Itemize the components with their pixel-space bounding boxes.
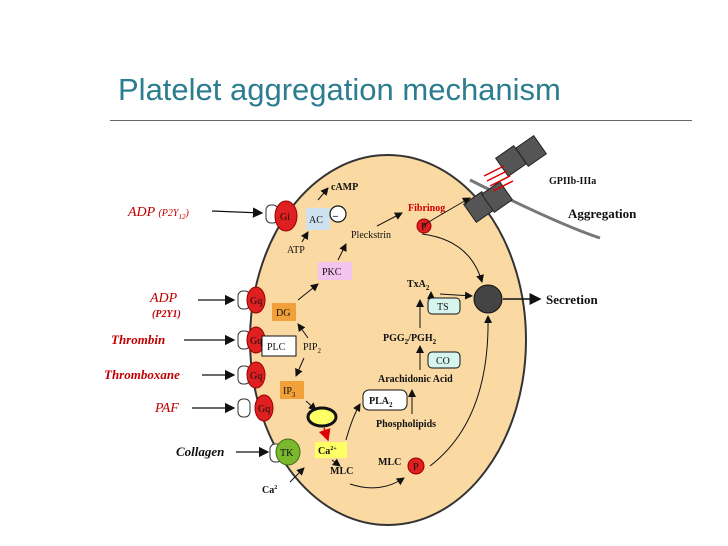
agonist-adp-p2y12: ADP (P2Y12) [127,205,189,221]
ca-mlc-arrow [331,458,341,467]
pip2-label: PIP2 [303,342,321,355]
inhibition-minus-icon [329,205,347,223]
ca-pla2-arrow [345,403,361,441]
agonist-collagen: Collagen [176,444,224,459]
fibrinogen-aggregation-arrow [421,197,471,227]
ca-box [315,442,347,458]
p-badge-text-top: P [421,222,427,233]
page-title: Platelet aggregation mechanism [118,72,561,107]
phospholipids-label: Phospholipids [376,419,436,430]
minus-symbol: – [332,211,339,222]
mlc-left-label: MLC [330,466,353,477]
pleckstrin-secretion-arrow [421,233,484,283]
gpiib-iiia-receptor [462,134,601,240]
txa2-label: TxA2 [407,279,430,292]
pla2-box [362,389,408,411]
camp-label: cAMP [331,182,358,193]
receptor-gq-adp: Gq [237,286,266,314]
ts-box [427,297,461,315]
ip3-label: IP3 [283,386,296,399]
co-label: CO [436,356,450,367]
pip2-ip3-arrow [295,357,305,377]
receptor-gq-paf: Gq [237,394,274,422]
secretion-label: Secretion [546,292,599,307]
arachidonic-label: Arachidonic Acid [378,374,453,385]
atp-arrow [300,231,309,243]
ca-influx-arrow [289,467,305,483]
dg-arrow [297,283,319,301]
svg-text:Gq: Gq [250,371,262,382]
mlc-secretion-arrow [429,315,493,467]
title-divider [110,120,692,121]
ac-box [306,208,330,230]
aggregation-label: Aggregation [568,206,637,221]
ca-external-label: Ca2 [262,485,277,496]
gpiib-label: GPIIb-IIIa [549,176,596,187]
co-box [427,351,461,369]
svg-text:Gq: Gq [258,404,270,415]
svg-text:TK: TK [280,448,294,459]
pleckstrin-label: Pleckstrin [351,230,391,241]
pkc-label: PKC [322,267,342,278]
svg-text:Gi: Gi [280,212,290,223]
plc-label: PLC [267,342,286,353]
camp-arrow [317,187,329,201]
agonist-thromboxane: Thromboxane [104,367,180,382]
svg-text:Gq: Gq [250,296,262,307]
agonist-adp-p2y1: ADP [149,291,178,306]
ip3-box [280,381,304,399]
agonist-thrombin: Thrombin [111,332,165,347]
pip2-dg-arrow [297,323,309,339]
adp-p2y12-arrow [211,207,264,218]
plc-box [261,335,297,357]
ts-label: TS [437,302,449,313]
txa2-secretion-arrow [439,291,473,300]
p-badge-text-mlc: P [413,462,419,473]
ip3-ca-arrow [305,400,317,411]
pkc-box [318,262,352,280]
ac-label: AC [309,215,323,226]
agonist-paf: PAF [154,401,179,416]
pgg2-label: PGG2/PGH2 [383,333,437,346]
receptor-gq-thromboxane: Gq [237,361,266,389]
agonist-adp-receptor: (P2Y1) [152,309,181,320]
secretion-granule [473,284,503,314]
phospho-p-badge-mlc [407,457,425,475]
pla2-label: PLA2 [369,396,393,409]
receptor-tk: TK [269,438,301,466]
dg-box [272,303,296,321]
mlc-right-label: MLC [378,457,401,468]
dg-label: DG [276,308,290,319]
pkc-arrow [337,243,347,261]
dense-tubular-system [306,406,338,428]
mlc-arrow [349,477,405,489]
fibrinogen-label: Fibrinog [408,203,445,214]
atp-label: ATP [287,245,305,256]
pleckstrin-arrow [376,212,403,227]
ca-release-arrow [318,427,331,442]
receptor-gi: Gi [265,200,298,232]
receptor-gq-thrombin: Gq [237,326,266,354]
ca-label: Ca2+ [318,446,337,457]
svg-text:Gq: Gq [250,336,262,347]
